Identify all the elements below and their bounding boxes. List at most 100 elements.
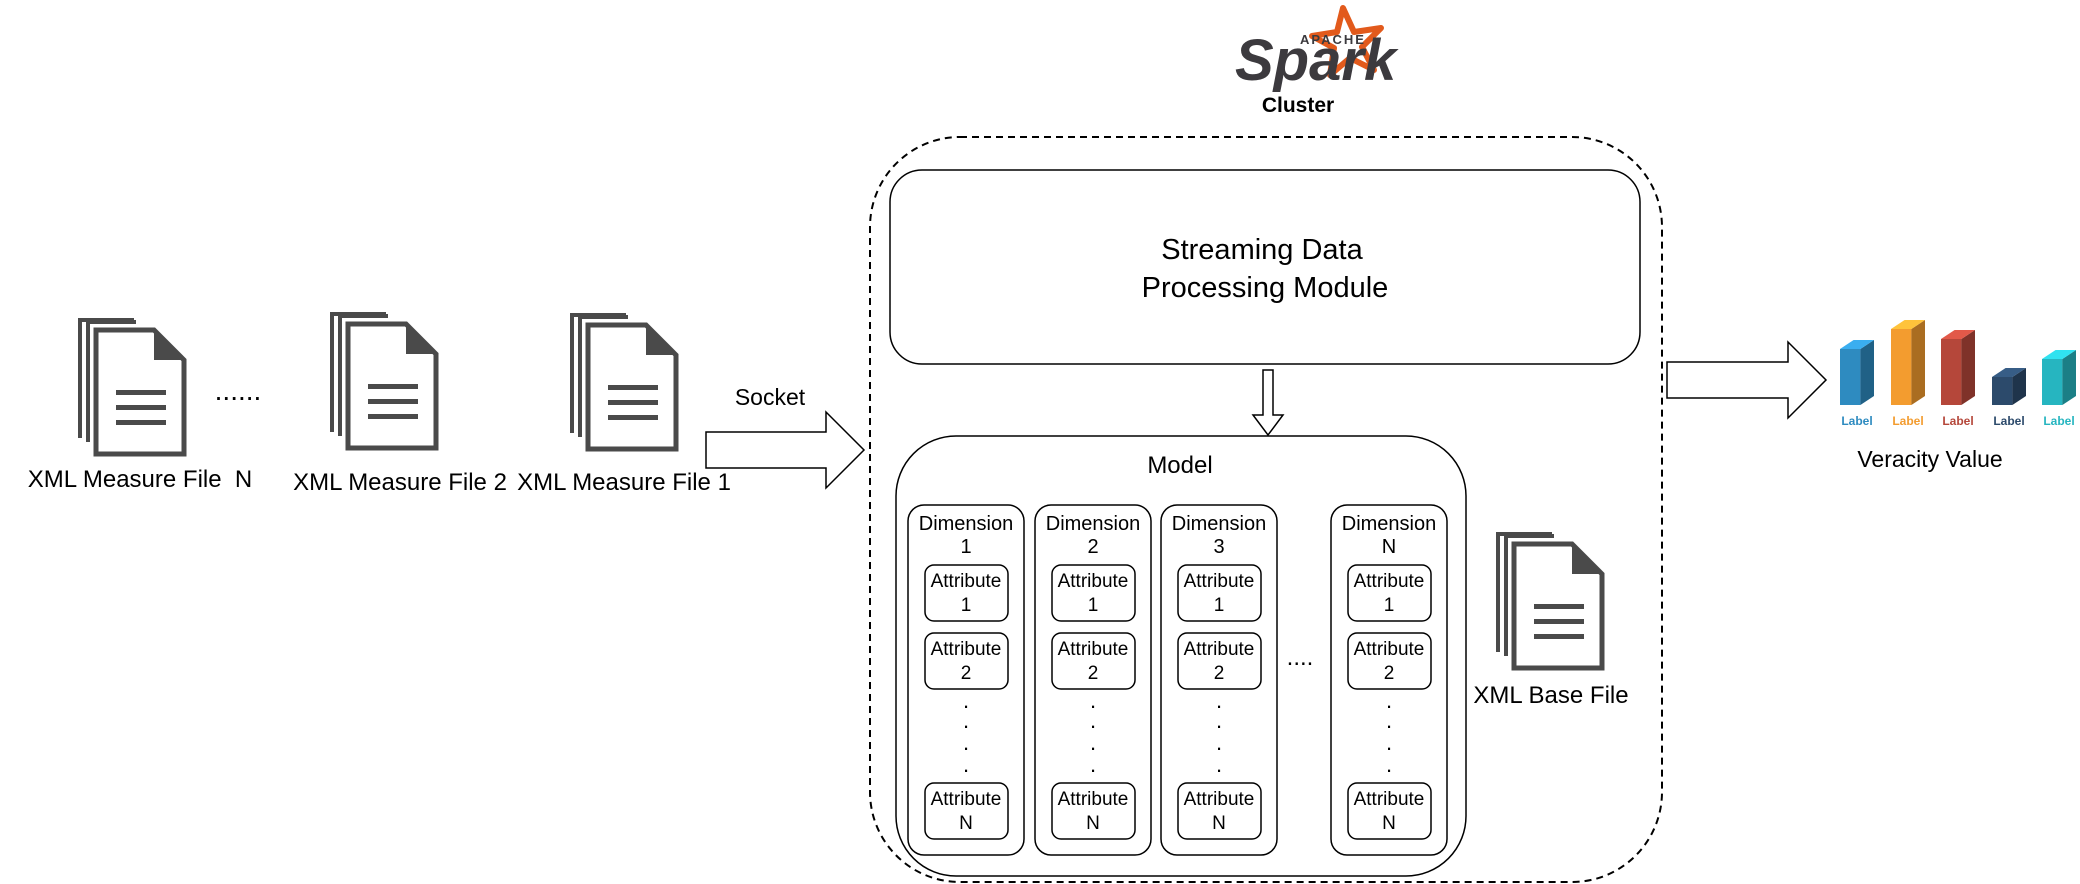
attribute-number: 2 [1214,663,1225,684]
bar-label: Label [1993,414,2024,428]
document-icon [1496,532,1602,668]
spark-apache-text: APACHE [1300,32,1366,47]
streaming-module-line1: Streaming Data [1161,234,1363,266]
attribute-box: Attribute 1 [1347,564,1432,622]
vertical-ellipsis-dot: . [1216,730,1222,755]
measure-file-1: XML Measure File 1 [517,313,731,496]
attribute-number: N [1086,813,1100,834]
attribute-box: Attribute 1 [1051,564,1136,622]
attribute-label: Attribute [1184,571,1255,592]
dimensions-ellipsis: .... [1287,644,1314,671]
vertical-ellipsis-dot: . [1090,708,1096,733]
veracity-bar: Label [1992,368,2026,428]
dimension-column: Dimension1Attribute1Attribute2AttributeN… [907,504,1025,856]
veracity-bar: Label [1840,340,1874,428]
attribute-number: N [1212,813,1226,834]
veracity-value-label: Veracity Value [1857,446,2002,472]
measure-file-n-label: XML Measure File N [28,466,253,493]
attribute-number: 2 [1088,663,1099,684]
dimension-name: Dimension [1172,513,1266,535]
attribute-box: Attribute 1 [924,564,1009,622]
veracity-bar: Label [1891,320,1925,428]
vertical-ellipsis-dot: . [963,752,969,777]
document-icon [78,318,184,454]
attribute-number: 2 [961,663,972,684]
attribute-number: 1 [1214,595,1225,616]
base-file: XML Base File [1473,532,1629,709]
streaming-module: Streaming Data Processing Module [889,169,1641,365]
attribute-label: Attribute [931,789,1002,810]
attribute-label: Attribute [931,639,1002,660]
vertical-ellipsis-dot: . [1386,688,1392,713]
vertical-ellipsis-dot: . [1216,752,1222,777]
attribute-number: N [959,813,973,834]
vertical-ellipsis-dot: . [963,708,969,733]
attribute-label: Attribute [1058,789,1129,810]
attribute-label: Attribute [1058,639,1129,660]
spark-logo: APACHE Spark Cluster [1235,5,1399,117]
document-icon [330,312,436,448]
vertical-ellipsis-dot: . [1090,730,1096,755]
vertical-ellipsis-dot: . [1386,752,1392,777]
bar-label: Label [1841,414,1872,428]
measure-file-2: XML Measure File 2 [293,312,507,496]
attribute-box: Attribute 1 [1177,564,1262,622]
attribute-box: Attribute 2 [1177,632,1262,690]
base-file-label: XML Base File [1473,682,1628,709]
attribute-label: Attribute [1354,571,1425,592]
vertical-ellipsis-dot: . [1216,688,1222,713]
dimension-column: Dimension3Attribute1Attribute2AttributeN… [1160,504,1278,856]
bar-label: Label [1892,414,1923,428]
dimension-column: DimensionNAttribute1Attribute2AttributeN… [1330,504,1448,856]
attribute-label: Attribute [1354,639,1425,660]
cluster-label: Cluster [1262,94,1334,117]
vertical-ellipsis-dot: . [963,688,969,713]
attribute-label: Attribute [931,571,1002,592]
dimension-number: 1 [960,536,971,558]
attribute-box: Attribute 2 [1347,632,1432,690]
veracity-bars: Label Label Label Label Label [1840,320,2076,428]
attribute-number: 1 [1384,595,1395,616]
model-title: Model [1147,452,1212,479]
attribute-label: Attribute [1184,639,1255,660]
attribute-number: 1 [1088,595,1099,616]
dimension-name: Dimension [919,513,1013,535]
attribute-label: Attribute [1354,789,1425,810]
dimension-name: Dimension [1342,513,1436,535]
document-icon [570,313,676,449]
attribute-number: 2 [1384,663,1395,684]
streaming-module-line2: Processing Module [1142,272,1389,304]
attribute-number: N [1382,813,1396,834]
vertical-ellipsis-dot: . [1090,752,1096,777]
vertical-ellipsis-dot: . [1386,730,1392,755]
veracity-bar: Label [1941,330,1975,428]
measure-file-n: XML Measure File N [28,318,253,493]
bar-label: Label [2043,414,2074,428]
attribute-label: Attribute [1058,571,1129,592]
vertical-ellipsis-dot: . [1386,708,1392,733]
measure-file-1-label: XML Measure File 1 [517,469,731,496]
dimension-name: Dimension [1046,513,1140,535]
attribute-label: Attribute [1184,789,1255,810]
dimension-column: Dimension2Attribute1Attribute2AttributeN… [1034,504,1152,856]
attribute-box: Attribute 2 [1051,632,1136,690]
veracity-bar: Label [2042,350,2076,428]
bar-label: Label [1942,414,1973,428]
dimension-number: 2 [1087,536,1098,558]
dimension-number: N [1382,536,1396,558]
vertical-ellipsis-dot: . [1090,688,1096,713]
files-ellipsis: ...... [215,375,262,406]
vertical-ellipsis-dot: . [1216,708,1222,733]
module-to-model-arrow [1251,369,1285,437]
attribute-number: 1 [961,595,972,616]
socket-arrow [705,410,866,490]
cluster-boundary [869,136,1663,883]
output-arrow [1666,340,1828,420]
vertical-ellipsis-dot: . [963,730,969,755]
measure-file-2-label: XML Measure File 2 [293,469,507,496]
